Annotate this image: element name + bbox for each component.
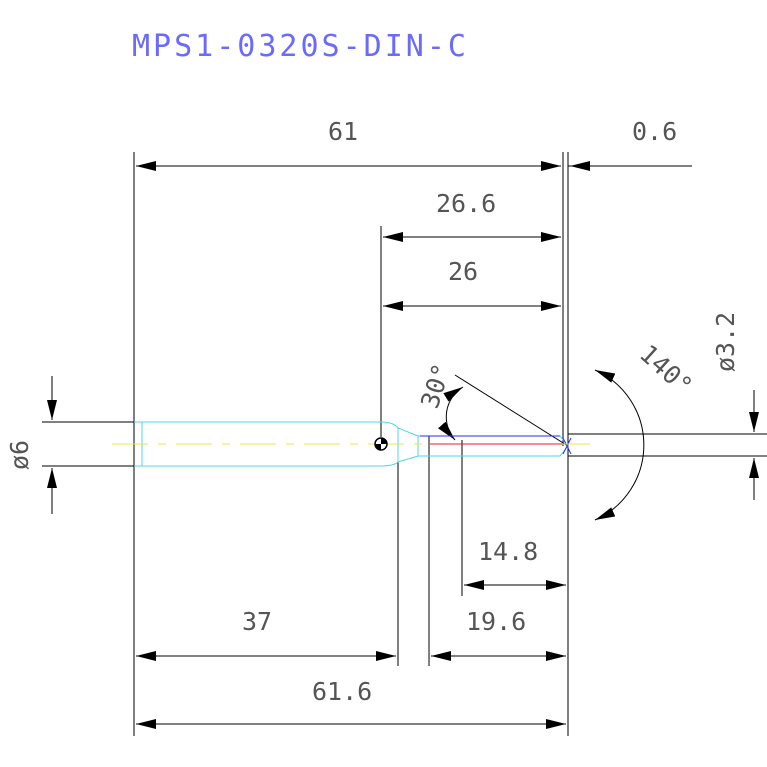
dim-body-length-b: 19.6 bbox=[466, 607, 526, 636]
dim-point-diameter: ø3.2 bbox=[711, 312, 740, 372]
dim-tip-offset: 0.6 bbox=[632, 117, 677, 146]
dim-flute-to-tip: 26.6 bbox=[436, 189, 496, 218]
drawing-title: MPS1-0320S-DIN-C bbox=[132, 29, 469, 64]
dim-shank-diameter: ø6 bbox=[5, 440, 34, 470]
dim-neck-angle: 30° bbox=[415, 360, 457, 412]
angle-arcs bbox=[438, 369, 645, 521]
extension-lines bbox=[42, 152, 767, 736]
dim-body-length-a: 14.8 bbox=[478, 537, 538, 566]
center-mark-icon bbox=[374, 437, 388, 451]
dim-shank-length: 37 bbox=[242, 607, 272, 636]
dim-flute-length: 26 bbox=[448, 257, 478, 286]
dim-point-angle: 140° bbox=[634, 339, 698, 401]
tool-outline bbox=[134, 421, 572, 467]
dim-total-length: 61.6 bbox=[312, 677, 372, 706]
dim-overall-length: 61 bbox=[328, 117, 358, 146]
dimension-lines bbox=[47, 161, 759, 729]
